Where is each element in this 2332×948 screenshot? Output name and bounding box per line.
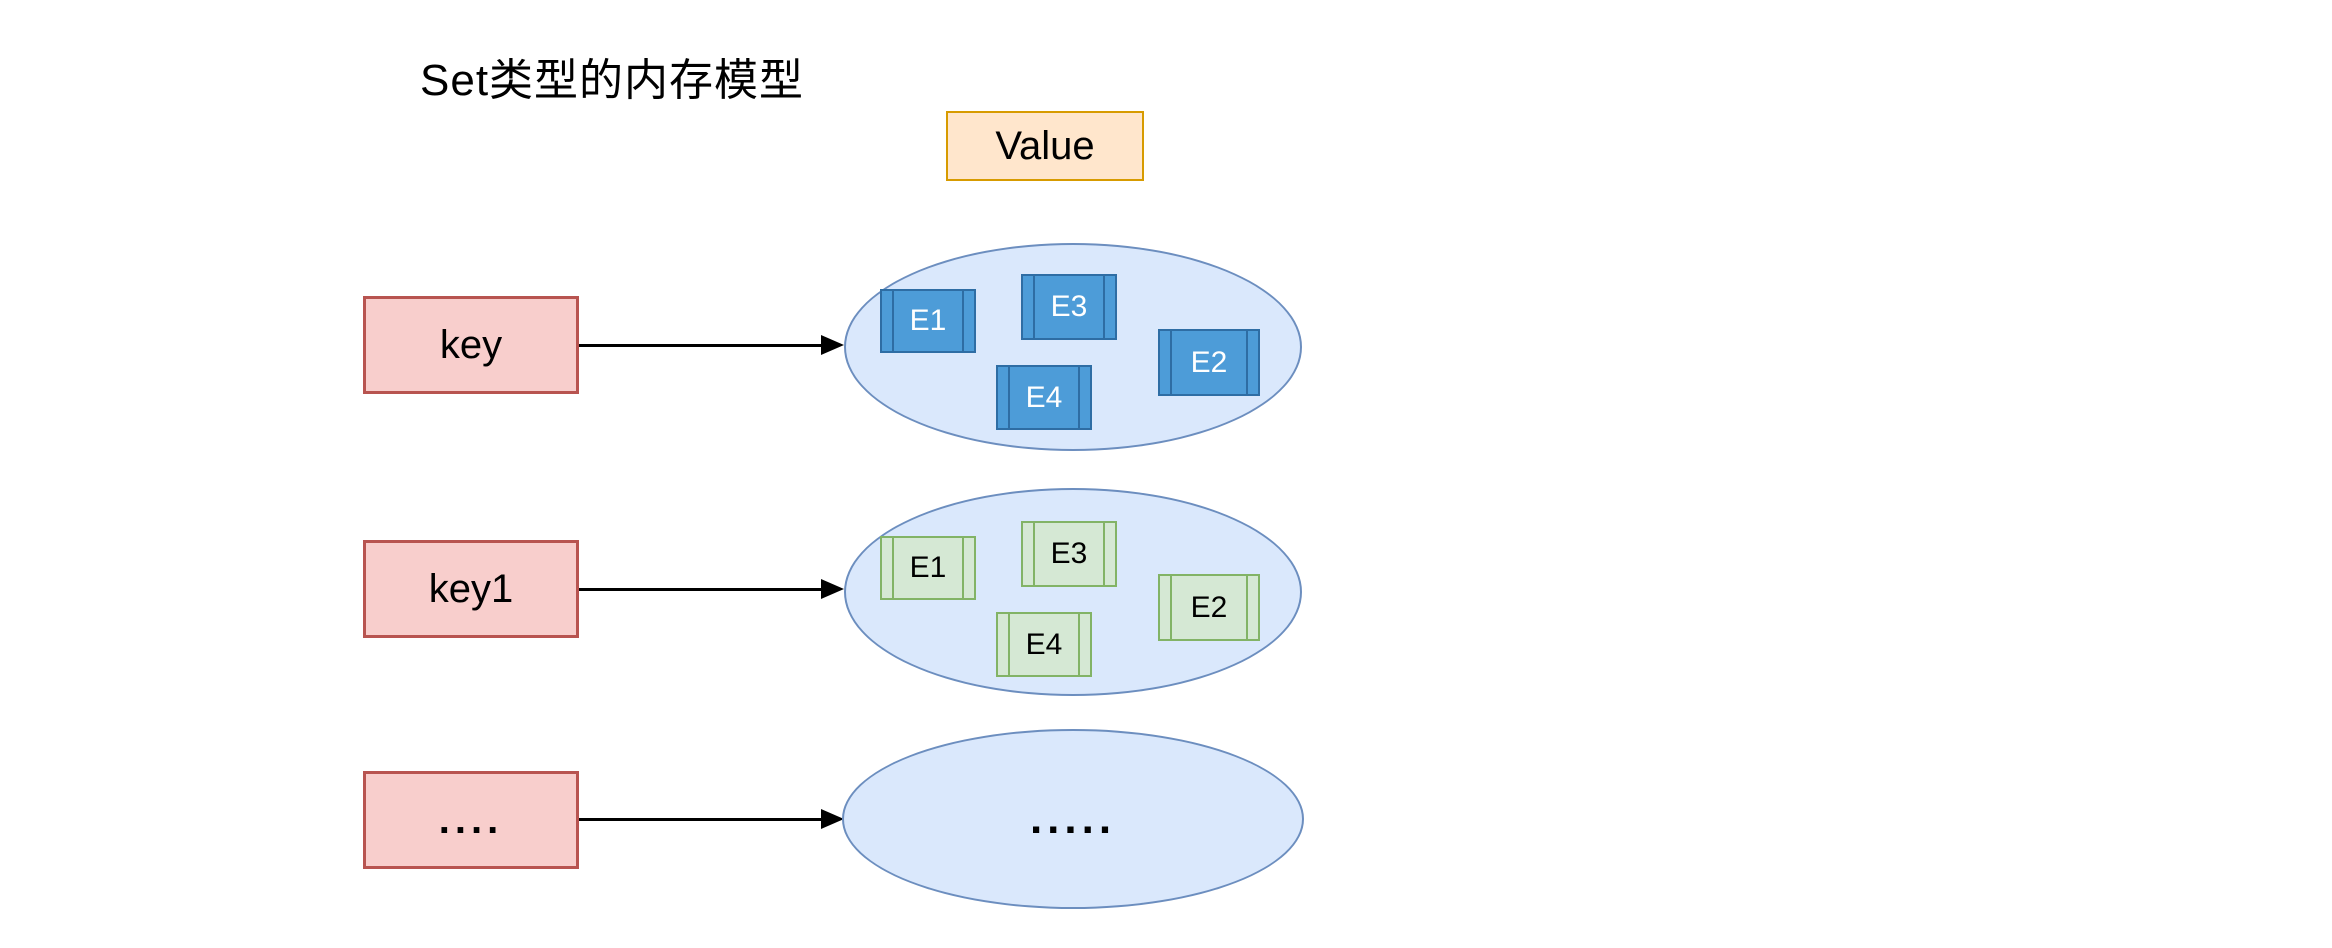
key-box-row3-label: .... — [438, 797, 504, 842]
key-box-row2-label: key1 — [428, 566, 514, 611]
element-label: E2 — [1190, 590, 1228, 624]
element-label: E2 — [1190, 345, 1228, 379]
arrow-row1-line — [579, 344, 822, 347]
value-box-label: Value — [995, 123, 1095, 168]
arrow-row2-head — [821, 579, 844, 599]
element-box-row2-e1: E1 — [880, 536, 976, 600]
element-label: E4 — [1025, 627, 1063, 661]
element-box-row2-e3: E3 — [1021, 521, 1117, 587]
key-box-row1-label: key — [439, 322, 503, 367]
value-box: Value — [946, 111, 1144, 181]
element-box-row1-e3: E3 — [1021, 274, 1117, 340]
diagram-title: Set类型的内存模型 — [420, 56, 805, 105]
element-box-row1-e2: E2 — [1158, 329, 1260, 396]
set-ellipse-row3: ..... — [842, 729, 1304, 909]
element-box-row2-e4: E4 — [996, 612, 1092, 677]
key-box-row2: key1 — [363, 540, 579, 638]
arrow-row3-head — [821, 809, 844, 829]
element-label: E3 — [1050, 290, 1088, 323]
element-label: E4 — [1025, 380, 1063, 414]
element-box-row1-e4: E4 — [996, 365, 1092, 430]
element-box-row1-e1: E1 — [880, 289, 976, 353]
arrow-row1-head — [821, 335, 844, 355]
arrow-row2-line — [579, 588, 822, 591]
key-box-row1: key — [363, 296, 579, 394]
element-label: E3 — [1050, 537, 1088, 570]
key-box-row3: .... — [363, 771, 579, 869]
element-box-row2-e2: E2 — [1158, 574, 1260, 641]
element-label: E1 — [909, 551, 947, 584]
element-label: E1 — [909, 304, 947, 337]
ellipsis-label: ..... — [1029, 794, 1117, 843]
arrow-row3-line — [579, 818, 822, 821]
